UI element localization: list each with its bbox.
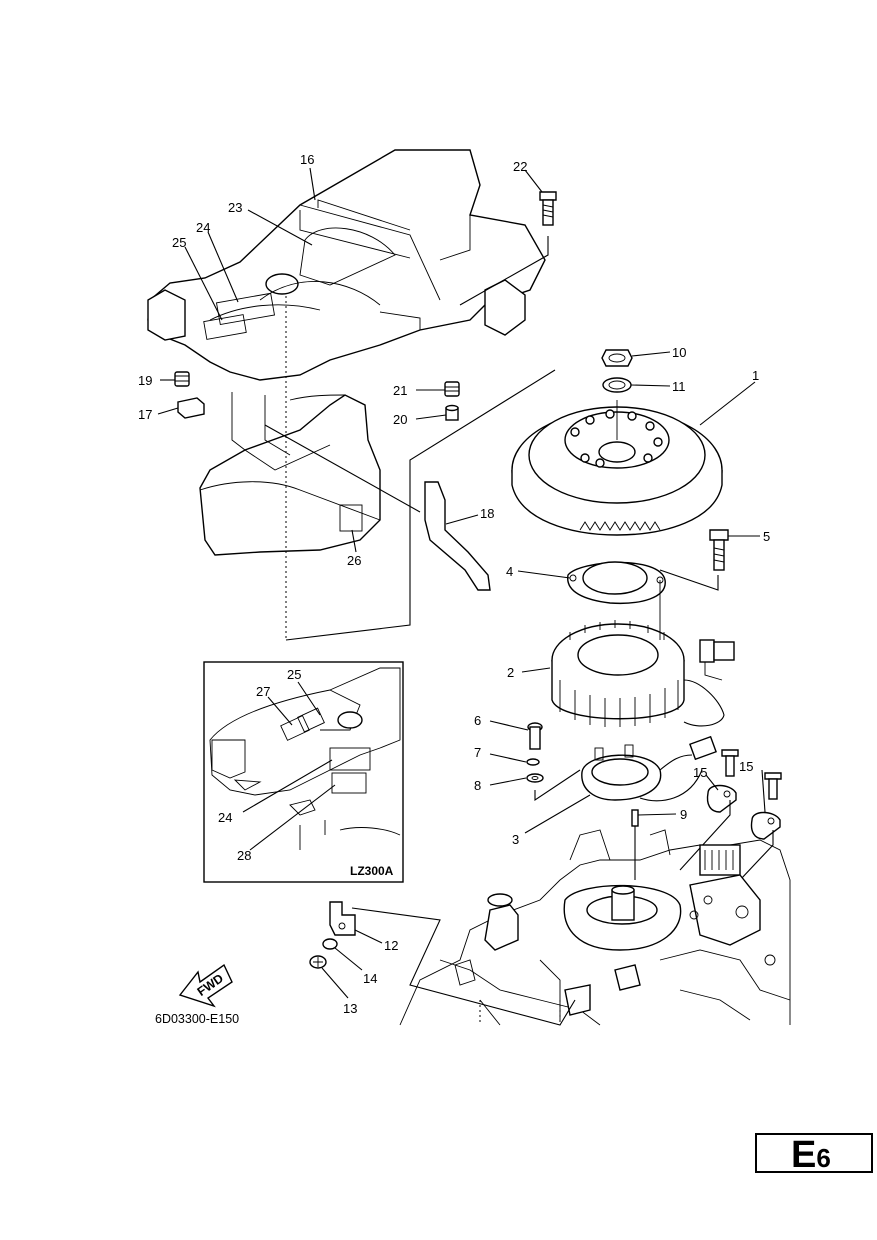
callout-11: 11 [672,379,686,394]
clamp-15b [750,811,781,840]
flywheel-cover [147,149,546,381]
callout-leaders [157,167,766,999]
callout-16: 16 [300,152,314,167]
callout-12: 12 [384,938,398,953]
section-tab: E6 [755,1133,873,1176]
washer-8 [526,773,544,783]
callout-20: 20 [393,412,407,427]
callout-13: 13 [343,1001,357,1016]
fwd-arrow-icon [178,963,233,1008]
callout-5: 5 [763,529,770,544]
damper-17 [177,397,205,419]
screw-13 [309,955,327,969]
washer-11 [602,377,632,393]
section-number: 6 [816,1143,831,1173]
powerhead-block [399,829,791,1026]
pulser-connector [689,735,717,761]
stator-coil-2 [551,620,735,727]
bolt-clamp-a [721,749,739,777]
bracket-12 [329,901,356,936]
callout-6: 6 [474,713,481,728]
collar-20 [445,404,459,421]
callout-1: 1 [752,368,759,383]
callout-25: 25 [172,235,186,250]
inset-callout-24: 24 [218,810,232,825]
clamp-15a [706,784,737,813]
callout-labels: 1 2 3 4 5 6 7 8 9 10 11 12 13 14 15 15 1… [138,152,770,1026]
washer-7 [526,758,540,766]
callout-15b: 15 [739,759,753,774]
inset-callout-25: 25 [287,667,301,682]
lower-cover [199,392,381,556]
callout-7: 7 [474,745,481,760]
diagram-code: 6D03300-E150 [155,1012,239,1026]
callout-2: 2 [507,665,514,680]
callout-19: 19 [138,373,152,388]
base-plate-4 [567,561,666,605]
pulser-coil-3 [581,735,717,802]
callout-24: 24 [196,220,210,235]
bracket-18 [424,481,491,591]
callout-8: 8 [474,778,481,793]
callout-9: 9 [680,807,687,822]
screw-6 [527,722,543,750]
grommet-21 [444,381,460,397]
section-letter: E [791,1134,817,1176]
key-9 [631,809,639,827]
callout-21: 21 [393,383,407,398]
bolt-22 [539,191,557,226]
nut-10 [601,349,633,367]
washer-14 [322,938,338,950]
inset-box [203,661,404,883]
bolt-clamp-b [764,772,782,800]
callout-10: 10 [672,345,686,360]
inset-callout-28: 28 [237,848,251,863]
callout-17: 17 [138,407,152,422]
inset-code: LZ300A [350,864,394,878]
callout-3: 3 [512,832,519,847]
callout-14: 14 [363,971,377,986]
stator-connector [699,639,735,681]
inset-callout-27: 27 [256,684,270,699]
bolt-5 [709,529,729,571]
callout-4: 4 [506,564,513,579]
callout-18: 18 [480,506,494,521]
grommet-19 [174,371,190,387]
callout-15a: 15 [693,765,707,780]
callout-23: 23 [228,200,242,215]
callout-26: 26 [347,553,361,568]
callout-22: 22 [513,159,527,174]
